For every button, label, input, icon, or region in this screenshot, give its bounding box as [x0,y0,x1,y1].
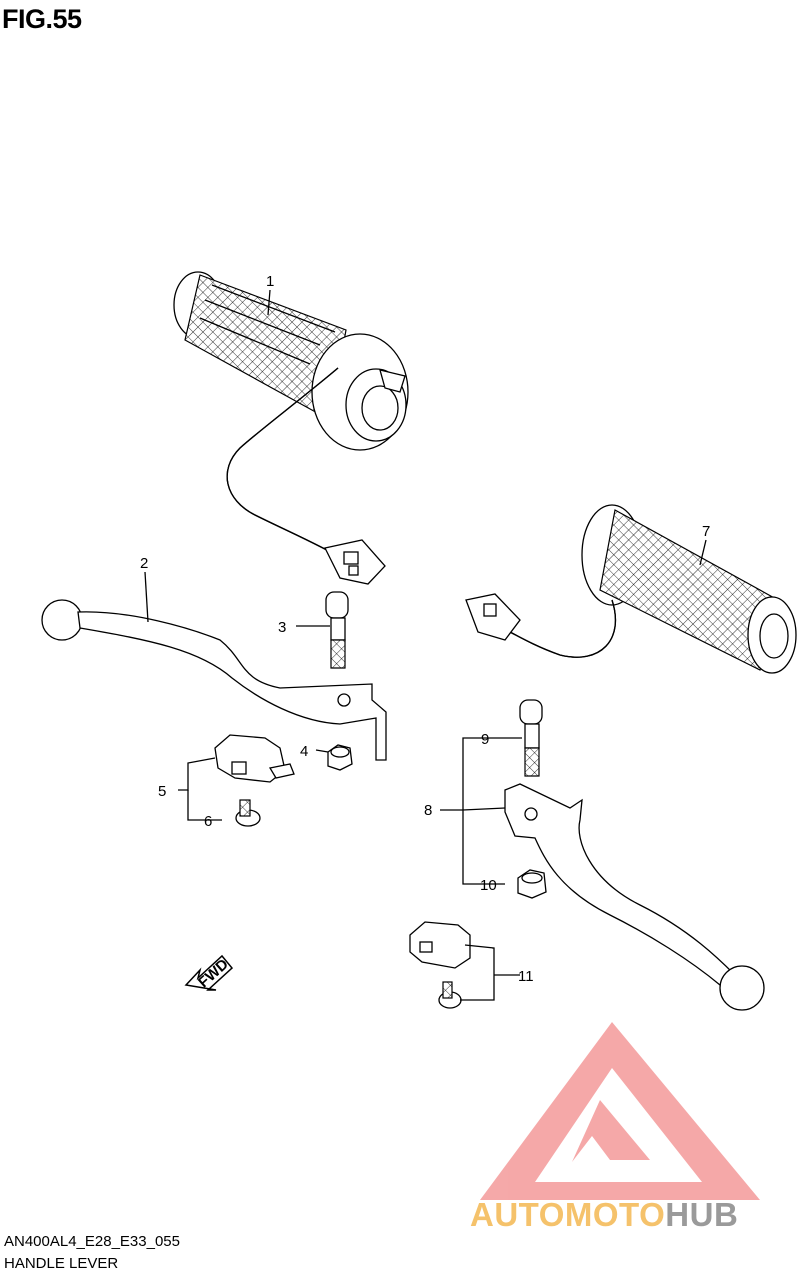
part-3-bolt [325,591,349,669]
figure-code: AN400AL4_E28_E33_055 [4,1233,180,1250]
callout-7: 7 [702,523,710,540]
part-11-switch [409,921,471,1009]
fwd-arrow-icon: FWD [184,954,234,991]
watermark-wordmark: AUTOMOTOHUB [470,1196,738,1234]
watermark-word-b: HUB [665,1196,739,1233]
watermark-triangle [480,1022,760,1200]
watermark-logo [480,1022,760,1200]
leader-lines [144,289,707,1001]
part-8-brake-lever [504,783,765,1011]
callout-labels: 1 2 3 4 5 6 7 8 9 10 11 [140,273,710,985]
callout-10: 10 [480,877,497,894]
part-7-right-grip [465,504,797,674]
part-6-screw [235,799,261,827]
watermark-inner-mark [572,1100,650,1162]
callout-11: 11 [518,968,534,985]
callout-2: 2 [140,555,148,572]
part-1-left-grip [173,271,409,585]
callout-8: 8 [424,802,432,819]
part-4-nut [327,744,353,771]
callout-9: 9 [481,731,489,748]
callout-5: 5 [158,783,166,800]
part-10-nut [517,869,547,899]
figure-title: FIG.55 [2,4,82,34]
figure-name: HANDLE LEVER [4,1255,119,1272]
part-9-bolt [519,699,543,777]
callout-3: 3 [278,619,286,636]
callout-4: 4 [300,743,308,760]
part-5-switch [214,734,295,783]
callout-1: 1 [266,273,274,290]
watermark-word-a: AUTOMOTO [470,1196,666,1233]
part-2-lever [41,599,387,761]
callout-6: 6 [204,813,212,830]
